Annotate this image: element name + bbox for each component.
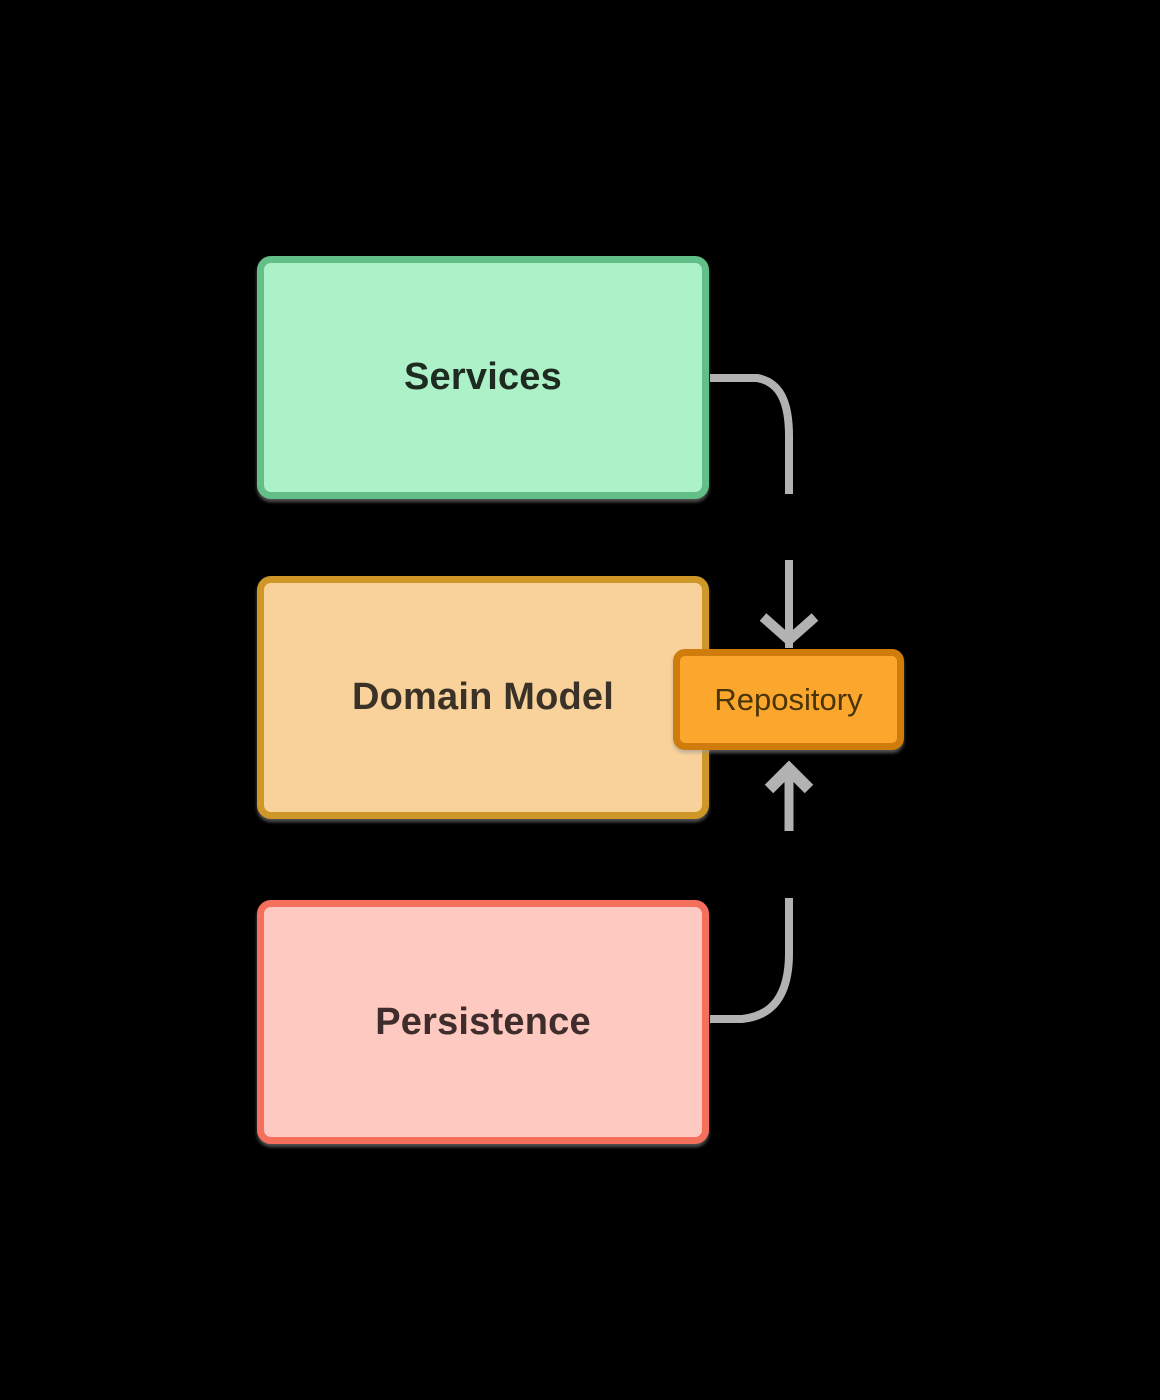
- node-services: Services: [257, 256, 709, 499]
- connector-persistence-to-repository: [710, 760, 814, 1023]
- arrowhead-up-icon: [764, 760, 814, 794]
- node-repository: Repository: [673, 649, 904, 750]
- connector-services-to-repository: [710, 374, 819, 648]
- connector-elbow-segment: [710, 898, 793, 1023]
- connector-elbow-segment: [710, 374, 793, 494]
- arrowhead-down-icon: [759, 613, 819, 647]
- node-domain-model-label: Domain Model: [351, 676, 615, 718]
- node-services-label: Services: [404, 356, 562, 398]
- node-repository-label: Repository: [714, 681, 863, 717]
- node-persistence-label: Persistence: [375, 1000, 591, 1043]
- node-persistence: Persistence: [257, 900, 709, 1144]
- node-domain-model: Domain Model: [257, 576, 709, 819]
